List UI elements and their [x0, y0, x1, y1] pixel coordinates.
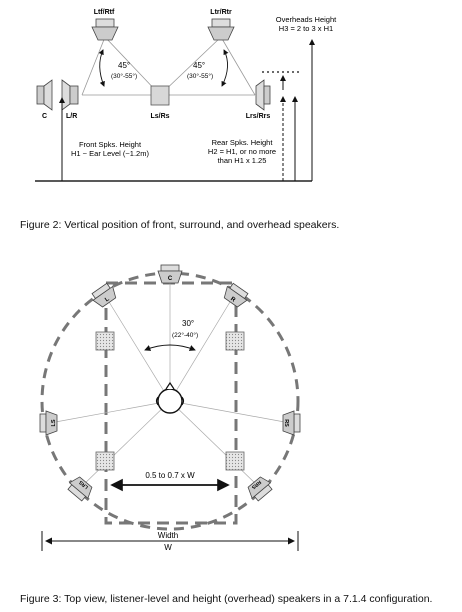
- center-speaker-icon: C: [157, 264, 183, 284]
- speaker-r-label: R: [229, 296, 237, 304]
- rear-height-value-1: H2 = H1, or no more: [208, 147, 276, 156]
- listener-head-icon: [155, 381, 185, 414]
- speaker-l-label: L: [104, 296, 111, 303]
- right-speaker-icon: R: [223, 282, 249, 308]
- speaker-lrs-label: LRS: [78, 478, 90, 489]
- overheads-height-value: H3 = 2 to 3 x H1: [279, 24, 333, 33]
- left-surround-speaker-icon: LS: [39, 410, 58, 436]
- right-rear-surround-speaker-icon: RRS: [247, 476, 273, 502]
- speaker-c-label: C: [168, 276, 173, 282]
- listener-sight-lines: [49, 277, 291, 489]
- center-label: C: [42, 113, 47, 120]
- height-speaker-front-left: [95, 331, 115, 351]
- rear-height-title: Rear Spks. Height: [212, 138, 274, 147]
- rear-speaker-icon: [255, 79, 271, 111]
- speaker-rs-label: RS: [283, 419, 289, 427]
- left-angle-arc: [98, 49, 105, 87]
- figure-3-caption: Figure 3: Top view, listener-level and h…: [20, 593, 433, 605]
- left-speaker-icon: L: [91, 282, 117, 308]
- top-left-label: Ltf/Rtf: [94, 9, 115, 16]
- figure-2-diagram: Ltf/Rtf Ltr/Rtr Overheads Height H3 = 2 …: [35, 9, 337, 182]
- angle-arc: [144, 344, 196, 351]
- left-angle-label: 45°: [118, 61, 130, 70]
- ls-rs-speaker-box: [150, 85, 170, 106]
- overheads-height-label: Overheads Height: [276, 15, 337, 24]
- lrs-rrs-label: Lrs/Rrs: [246, 113, 271, 120]
- angle-label: 30°: [182, 319, 194, 328]
- speaker-rrs-label: RRS: [250, 479, 262, 491]
- left-diagonal-line: [81, 36, 106, 96]
- right-diagonal-line: [220, 36, 256, 96]
- lr-label: L/R: [66, 113, 77, 120]
- height-speaker-front-right: [225, 331, 245, 351]
- overhead-rear-speaker-icon: [207, 18, 235, 41]
- right-angle-label: 45°: [193, 61, 205, 70]
- figure-2-caption: Figure 2: Vertical position of front, su…: [20, 219, 340, 231]
- left-rear-surround-speaker-icon: LRS: [67, 476, 93, 502]
- rear-height-value-2: than H1 x 1.25: [218, 156, 267, 165]
- front-height-title: Front Spks. Height: [79, 140, 142, 149]
- angle-range-label: (22°-40°): [172, 331, 198, 339]
- right-surround-speaker-icon: RS: [282, 410, 301, 436]
- speaker-ls-label: LS: [51, 419, 57, 426]
- width-label: Width: [158, 531, 178, 540]
- distance-label: 0.5 to 0.7 x W: [145, 471, 195, 480]
- center-speaker-icon: [36, 79, 53, 111]
- overhead-front-speaker-icon: [91, 18, 119, 41]
- height-speaker-rear-left: [95, 451, 115, 471]
- center-right-diagonal-line: [159, 36, 222, 96]
- ls-rs-label: Ls/Rs: [150, 113, 169, 120]
- left-angle-range: (30°-55°): [111, 72, 137, 80]
- height-speaker-rear-right: [225, 451, 245, 471]
- right-angle-arc: [221, 49, 229, 87]
- right-angle-range: (30°-55°): [187, 72, 213, 80]
- width-symbol: W: [164, 543, 172, 552]
- top-right-label: Ltr/Rtr: [210, 9, 232, 16]
- center-left-diagonal-line: [104, 36, 161, 96]
- front-height-value: H1 ~ Ear Level (~1.2m): [71, 149, 149, 158]
- front-lr-speaker-icon: [61, 79, 79, 111]
- figure-3-diagram: C L R LS RS LRS RRS 30° (22°-40°): [39, 264, 301, 552]
